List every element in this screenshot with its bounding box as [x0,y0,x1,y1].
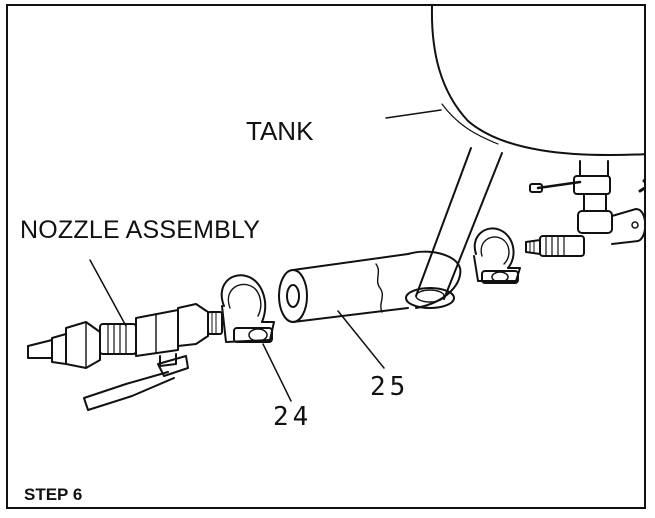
part-number-25: 25 [370,372,410,402]
assembly-drawing [27,6,644,411]
diagram-frame: TANK NOZZLE ASSEMBLY 25 24 STEP 6 [6,4,646,509]
hose-clamp-part-24 [220,274,292,402]
tank-outlet-valve [529,160,644,245]
nozzle-assembly-label: NOZZLE ASSEMBLY [20,216,261,244]
tank-label: TANK [246,116,314,146]
nozzle-assembly [27,259,223,411]
hose-clamp-right [473,227,521,284]
threaded-nipple-right [525,235,585,257]
part-number-24: 24 [273,402,313,432]
tank [385,6,644,157]
step-label: STEP 6 [24,485,83,504]
tank-support-leg [405,147,503,309]
hose-part-25 [278,250,462,369]
